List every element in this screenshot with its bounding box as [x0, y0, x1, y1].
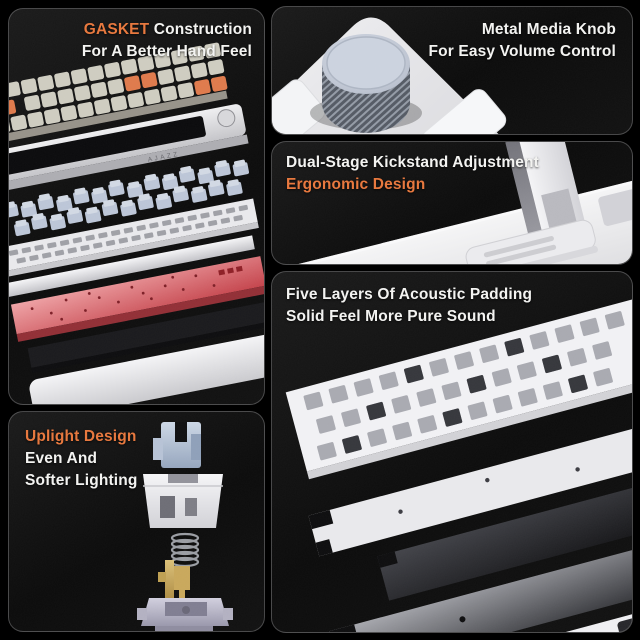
- panel-gasket-construction: AJAZZ: [8, 8, 265, 405]
- switch-stem: [153, 422, 201, 468]
- panel-title-uplight: Uplight Design Even And Softer Lighting: [25, 426, 137, 492]
- panel-kickstand: Dual-Stage Kickstand Adjustment Ergonomi…: [271, 141, 633, 265]
- gasket-title-line1: GASKET Construction: [83, 21, 252, 38]
- uplight-title-line1: Uplight Design: [25, 428, 137, 445]
- panel-title-gasket: GASKET Construction For A Better Hand Fe…: [82, 19, 252, 63]
- knob-title-line2: For Easy Volume Control: [428, 43, 616, 60]
- switch-spring: [170, 532, 200, 568]
- panel-title-kickstand: Dual-Stage Kickstand Adjustment Ergonomi…: [286, 152, 539, 196]
- knob-title-line1: Metal Media Knob: [481, 21, 616, 38]
- uplight-title-line3: Softer Lighting: [25, 472, 138, 489]
- panel-uplight-design: Uplight Design Even And Softer Lighting: [8, 411, 265, 632]
- panel-acoustic-padding: Five Layers Of Acoustic Padding Solid Fe…: [271, 271, 633, 633]
- exploded-keyboard-illustration: AJAZZ: [9, 42, 264, 404]
- switch-upper-housing: [143, 474, 223, 528]
- gasket-title-line2: For A Better Hand Feel: [81, 43, 252, 60]
- kickstand-title-line1: Dual-Stage Kickstand Adjustment: [286, 154, 539, 171]
- uplight-title-line2: Even And: [25, 450, 98, 467]
- gasket-title-accent: GASKET: [83, 21, 150, 38]
- panel-title-acoustic: Five Layers Of Acoustic Padding Solid Fe…: [286, 284, 532, 328]
- panel-media-knob: Metal Media Knob For Easy Volume Control: [271, 6, 633, 135]
- kickstand-title-line2: Ergonomic Design: [286, 176, 426, 193]
- panel-title-media-knob: Metal Media Knob For Easy Volume Control: [429, 19, 616, 63]
- acoustic-title-line2: Solid Feel More Pure Sound: [286, 308, 496, 325]
- acoustic-title-line1: Five Layers Of Acoustic Padding: [286, 286, 533, 303]
- switch-bottom-housing: [137, 598, 233, 631]
